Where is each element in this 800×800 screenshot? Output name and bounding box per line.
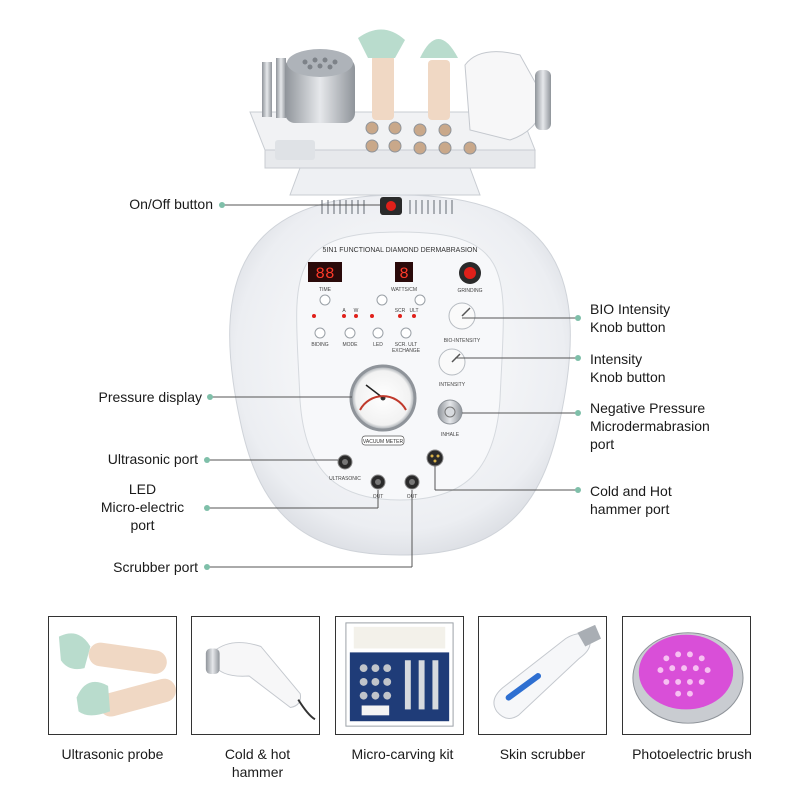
caption-cold-hot-hammer: Cold & hot hammer [224,746,291,780]
svg-text:INHALE: INHALE [441,432,460,438]
callout-led-port: LED Micro-electric port [100,481,185,533]
time-display [308,262,342,282]
scrubber-port[interactable] [404,474,420,490]
dermabrasion-device-illustration: 5IN1 FUNCTIONAL DIAMOND DERMABRASION 88 … [204,29,581,570]
callout-cold-hot-hammer-port: Cold and Hot hammer port [590,483,672,517]
negative-pressure-port[interactable] [437,399,463,425]
control-buttons [314,294,426,339]
svg-text:GRINDING: GRINDING [458,288,483,294]
svg-text:BIDING: BIDING [311,342,328,348]
control-panel [296,231,504,501]
pressure-gauge [349,364,417,432]
thumb-ultrasonic-probe [48,616,177,735]
callout-negative-pressure-port: Negative Pressure Microdermabrasion port [590,400,710,452]
svg-text:INTENSITY: INTENSITY [439,382,466,388]
caption-photoelectric-brush: Photoelectric brush [632,746,752,762]
led-micro-electric-port[interactable] [370,474,386,490]
svg-text:MODE: MODE [343,342,359,348]
thumb-skin-scrubber [478,616,607,735]
skin-scrubber-image [493,624,601,719]
svg-text:SCR: SCR [395,308,406,314]
svg-text:A: A [342,308,346,314]
svg-text:ULTRASONIC: ULTRASONIC [329,476,361,482]
caption-micro-carving-kit: Micro-carving kit [351,746,454,762]
bio-intensity-knob[interactable] [448,302,476,330]
callout-scrubber-port: Scrubber port [113,559,198,575]
svg-text:TIME: TIME [319,287,332,293]
cold-hot-hammer-port[interactable] [426,449,444,467]
svg-text:SCR. ULT: SCR. ULT [395,342,417,348]
ultrasonic-port[interactable] [337,454,353,470]
leader-lines [207,204,578,568]
thumb-micro-carving-kit [335,616,464,735]
callout-ultrasonic-port: Ultrasonic port [107,451,198,467]
svg-text:WATTS/CM: WATTS/CM [391,287,417,293]
callout-bio-intensity-knob: BIO Intensity Knob button [590,301,671,335]
thumb-photoelectric-brush [622,616,751,735]
svg-text:BIO-INTENSITY: BIO-INTENSITY [444,338,481,344]
cold-hot-hammer-image [205,642,316,721]
caption-ultrasonic-probe: Ultrasonic probe [61,746,164,762]
callout-on-off: On/Off button [129,196,213,212]
caption-skin-scrubber: Skin scrubber [499,746,586,762]
svg-text:88: 88 [315,265,334,283]
panel-title: 5IN1 FUNCTIONAL DIAMOND DERMABRASION [323,247,478,254]
leader-dots [204,202,581,570]
intensity-knob[interactable] [438,348,466,376]
watt-display [395,262,413,282]
svg-text:ULT: ULT [409,308,418,314]
svg-text:8: 8 [399,265,409,283]
callout-intensity-knob: Intensity Knob button [590,351,666,385]
thumb-cold-hot-hammer [191,616,320,735]
micro-carving-kit-image [345,622,454,727]
svg-text:VACUUM METER: VACUUM METER [363,439,404,445]
accessory-holder-rack [249,29,551,196]
photoelectric-brush-image [632,632,744,724]
ultrasonic-probe-image [58,633,176,717]
callout-pressure-display: Pressure display [98,389,203,405]
svg-text:EXCHANGE: EXCHANGE [392,348,421,354]
svg-text:LED: LED [373,342,383,348]
top-vent [321,200,453,214]
svg-text:W: W [354,308,359,314]
